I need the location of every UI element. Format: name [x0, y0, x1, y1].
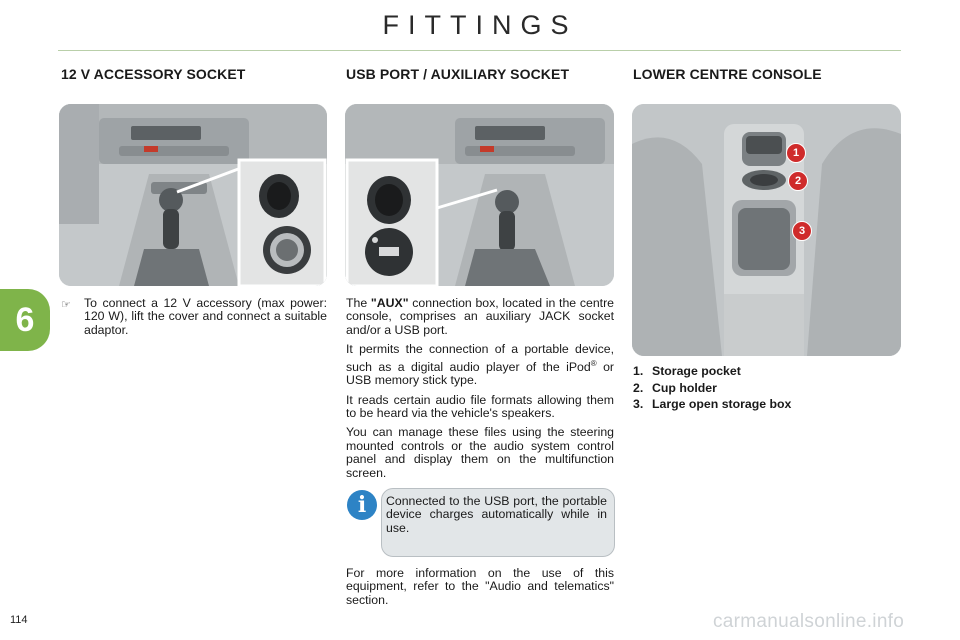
chapter-tab	[0, 289, 50, 351]
heading-lower-console: LOWER CENTRE CONSOLE	[633, 66, 822, 82]
usb-para-aux: The "AUX" connection box, located in the…	[346, 296, 615, 337]
heading-12v-socket: 12 V ACCESSORY SOCKET	[61, 66, 246, 82]
photo-12v-socket	[59, 104, 327, 286]
legend-item-storage-pocket: 1.Storage pocket	[633, 364, 741, 378]
info-box	[381, 488, 615, 557]
callout-2: 2	[788, 171, 808, 191]
photo-lower-console	[632, 104, 901, 356]
console-legend: 1.Storage pocket 2.Cup holder 3.Large op…	[633, 363, 893, 413]
page-title: FITTINGS	[382, 10, 578, 40]
text-12v-instructions: To connect a 12 V accessory (max power: …	[84, 296, 327, 337]
pointing-hand-icon: ☞	[61, 299, 71, 311]
usb-para-devices: It permits the connection of a portable …	[346, 342, 614, 388]
info-icon: i	[347, 490, 377, 520]
usb-footer-text: For more information on the use of this …	[346, 566, 614, 607]
usb-para-formats: It reads certain audio file formats allo…	[346, 392, 614, 420]
callout-3: 3	[792, 221, 812, 241]
watermark: carmanualsonline.info	[713, 611, 905, 632]
callout-1: 1	[786, 143, 806, 163]
legend-item-storage-box: 3.Large open storage box	[633, 397, 792, 411]
usb-description: The "AUX" connection box, located in the…	[346, 296, 615, 486]
page-number: 114	[10, 614, 28, 626]
usb-para-controls: You can manage these files using the ste…	[346, 425, 614, 480]
title-divider	[58, 50, 901, 51]
legend-item-cup-holder: 2.Cup holder	[633, 380, 717, 395]
photo-usb-aux	[345, 104, 614, 286]
info-text: Connected to the USB port, the portable …	[386, 494, 607, 535]
heading-usb-aux: USB PORT / AUXILIARY SOCKET	[346, 66, 570, 82]
chapter-number: 6	[15, 301, 35, 339]
